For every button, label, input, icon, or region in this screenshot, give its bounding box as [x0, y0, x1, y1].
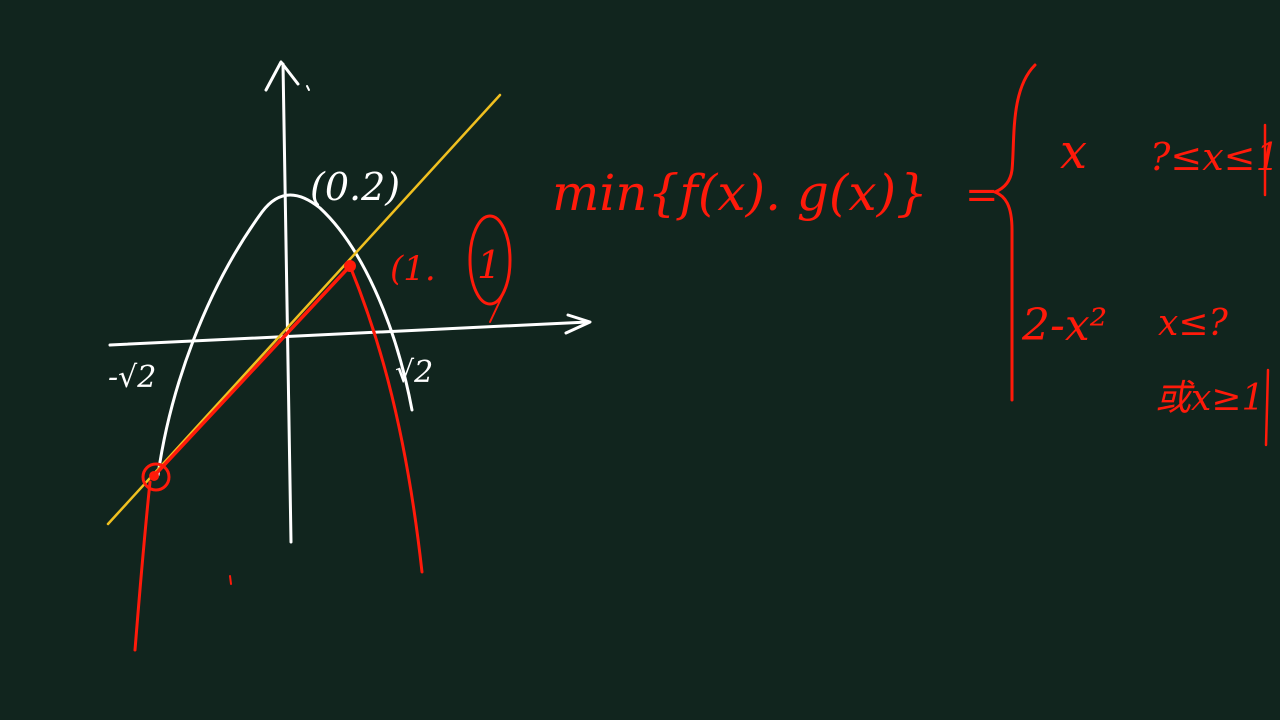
line-y-equals-x [106, 93, 502, 526]
case2-expression: 2-x² [1021, 300, 1107, 351]
intersection-label-group: (1. 1 [390, 243, 501, 289]
right-vertical-bar-2 [1264, 368, 1270, 447]
right-intersection-dot [344, 260, 356, 272]
case2-condition-alt: 或x≥1 [1155, 378, 1264, 419]
y-axis-arrowhead [264, 60, 300, 92]
circled-value-label: 1 [477, 243, 501, 287]
equation-equals: = [965, 172, 999, 218]
x-axis [108, 320, 590, 347]
case1-expression: x [1060, 124, 1087, 180]
intersection-point-label: (1. [390, 249, 436, 289]
piecewise-brace [990, 63, 1270, 447]
left-intersection-circle [141, 462, 171, 492]
case1-condition: ?≤x≤1 [1150, 135, 1280, 179]
left-intersection-dot [149, 471, 159, 481]
right-parabola-branch-highlight [348, 264, 424, 574]
pos-root-label: √2 [395, 355, 433, 390]
line-segment-highlight [150, 264, 352, 480]
y-axis-label-tick [306, 85, 310, 91]
y-axis [281, 62, 293, 544]
circled-value-outline [468, 214, 512, 306]
x-axis-arrowhead [564, 313, 592, 335]
left-curly-brace [990, 63, 1037, 402]
left-parabola-branch-highlight [133, 480, 152, 652]
graph-labels: (0.2) -√2 √2 [108, 165, 433, 395]
min-function-highlight [133, 214, 512, 652]
stray-mark [229, 575, 232, 585]
coordinate-axes [108, 60, 592, 544]
case2-condition: x≤? [1158, 303, 1228, 344]
circled-value-tail [489, 289, 506, 323]
vertex-point-label: (0.2) [310, 165, 400, 209]
neg-root-label: -√2 [108, 360, 156, 395]
equation-lhs: min{f(x). g(x)} [552, 164, 928, 222]
piecewise-equation: min{f(x). g(x)} = x ?≤x≤1 2-x² x≤? 或x≥1 [552, 124, 1280, 419]
parabola-curve [156, 193, 414, 477]
